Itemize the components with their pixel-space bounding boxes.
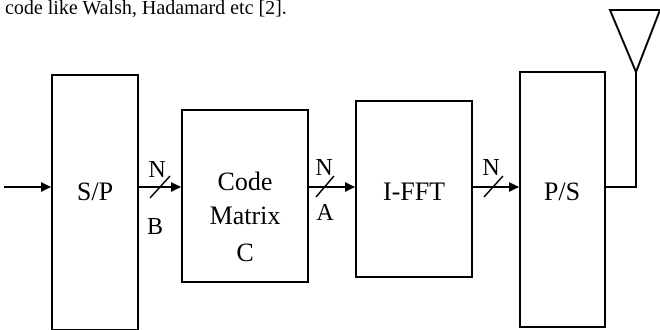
bus-label-cm-ifft-width: N bbox=[315, 155, 332, 181]
code-matrix-label-line1: Code bbox=[218, 167, 273, 196]
ifft-label: I-FFT bbox=[383, 177, 445, 206]
code-matrix-label-line3: C bbox=[236, 238, 253, 267]
sp-label: S/P bbox=[77, 177, 113, 206]
bus-label-sp-cm-width: N bbox=[148, 157, 165, 183]
ps-label: P/S bbox=[544, 177, 580, 206]
bus-slash-cm-ifft bbox=[315, 175, 335, 198]
ps-block bbox=[519, 71, 606, 328]
output-line bbox=[605, 72, 637, 188]
caption-text: code like Walsh, Hadamard etc [2]. bbox=[5, 0, 287, 19]
bus-label-cm-ifft-name: A bbox=[316, 200, 334, 226]
bus-slash-sp-cm bbox=[149, 175, 171, 199]
bus-label-ifft-ps-width: N bbox=[482, 155, 499, 181]
bus-label-sp-cm-name: B bbox=[147, 214, 163, 240]
sp-block bbox=[51, 74, 139, 330]
ifft-block bbox=[355, 100, 473, 278]
bus-slash-ifft-ps bbox=[483, 175, 504, 198]
code-matrix-block bbox=[181, 109, 309, 283]
antenna-icon bbox=[608, 9, 660, 75]
code-matrix-label-line2: Matrix bbox=[210, 201, 281, 230]
